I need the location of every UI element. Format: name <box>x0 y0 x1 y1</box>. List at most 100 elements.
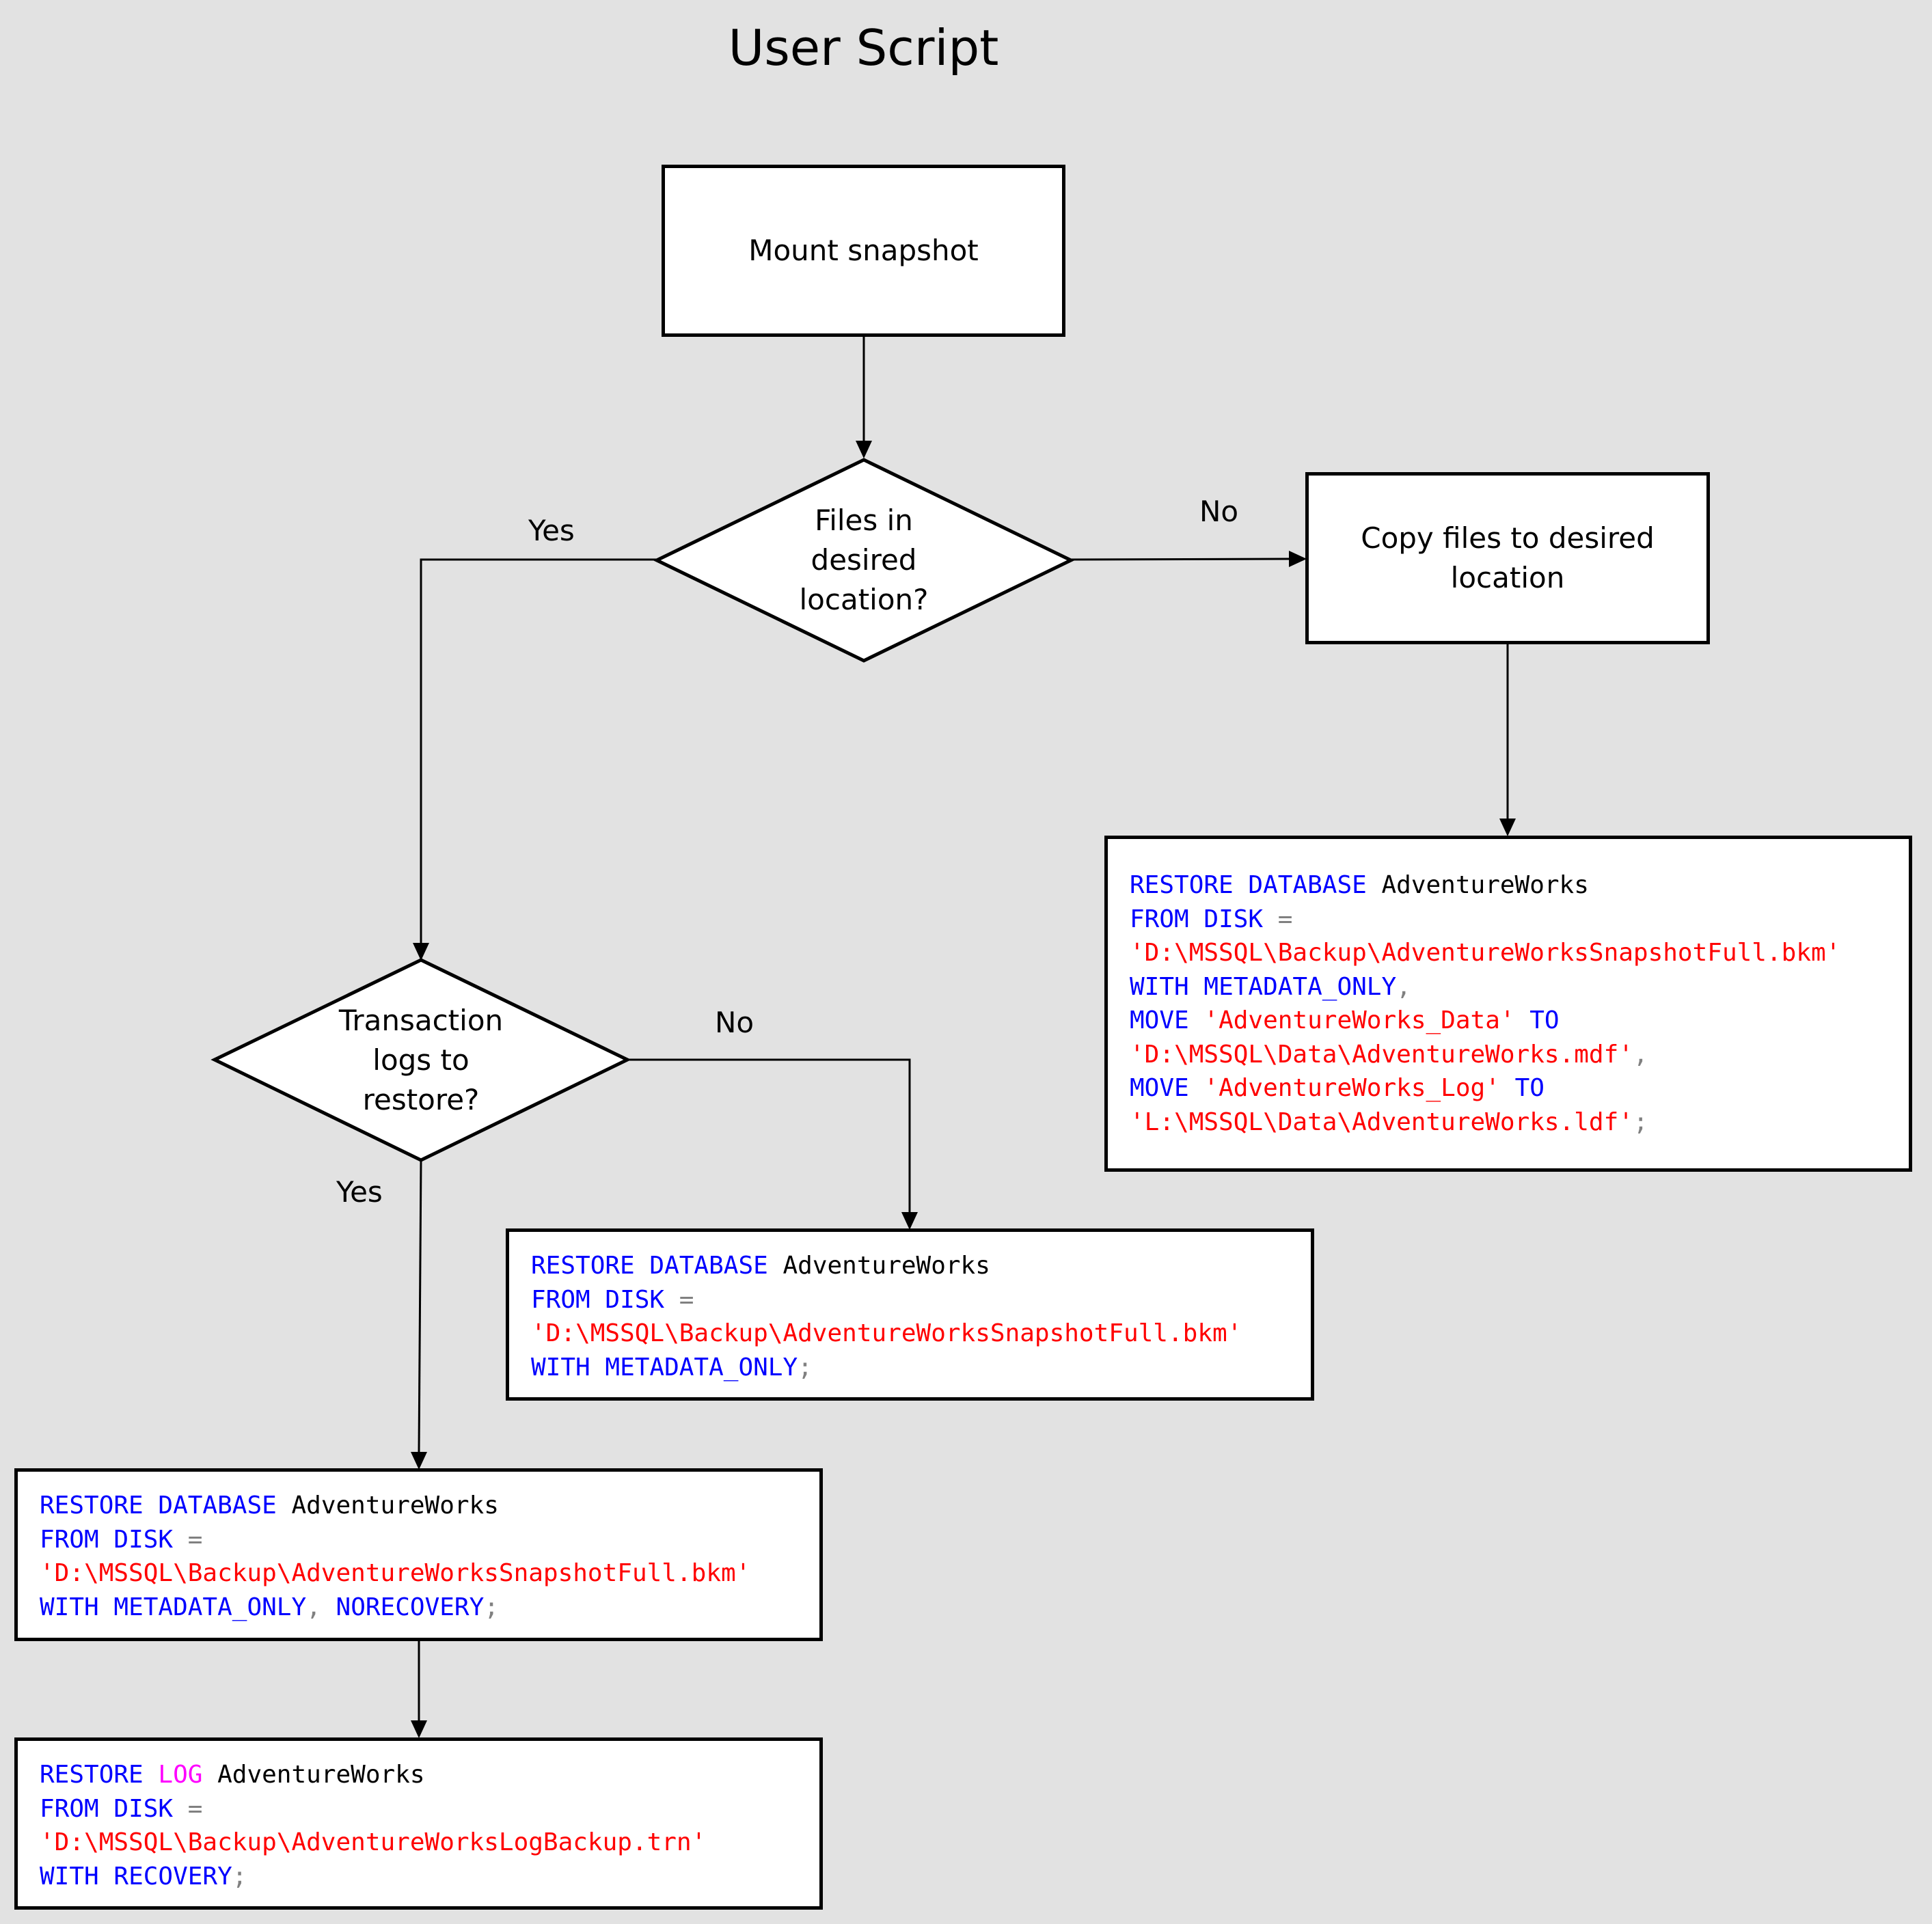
files-decision-label: Files in desired location? <box>727 501 1001 620</box>
code-token: MOVE <box>1130 1074 1189 1102</box>
code-token <box>1515 1006 1530 1034</box>
logs-decision-line-2: logs to <box>372 1043 470 1077</box>
code-line: RESTORE DATABASE AdventureWorks <box>40 1489 819 1523</box>
code-token: , <box>1633 1040 1648 1069</box>
code-token <box>1189 905 1204 933</box>
arrow-files-yes <box>413 558 657 961</box>
code-token: RESTORE <box>531 1252 635 1280</box>
code-token <box>173 1526 188 1554</box>
code-line: RESTORE LOG AdventureWorks <box>40 1758 819 1792</box>
code-token: FROM <box>531 1285 590 1314</box>
code-token: FROM <box>40 1794 99 1823</box>
code-token: TO <box>1529 1006 1560 1034</box>
code-token: NORECOVERY <box>336 1593 485 1621</box>
code-token: 'D:\MSSQL\Backup\AdventureWorksSnapshotF… <box>1130 939 1841 967</box>
code-token <box>635 1252 650 1280</box>
code-token: = <box>187 1525 203 1554</box>
copy-files-line-1: Copy files to desired <box>1361 521 1655 555</box>
code-token: RESTORE <box>40 1492 144 1520</box>
code-token: DATABASE <box>649 1252 768 1280</box>
code-token <box>664 1286 679 1314</box>
code-token <box>1500 1074 1515 1102</box>
code-token: AdventureWorks <box>202 1761 425 1789</box>
code-token <box>99 1526 114 1554</box>
arrow-files-no <box>1070 551 1307 567</box>
logs-decision-label: Transaction logs to restore? <box>284 1001 558 1120</box>
code-token: LOG <box>158 1761 203 1789</box>
code-token <box>99 1863 114 1891</box>
code-token: 'AdventureWorks_Data' <box>1203 1006 1515 1034</box>
code-token: 'D:\MSSQL\Backup\AdventureWorksSnapshotF… <box>40 1559 751 1587</box>
mount-snapshot-label: Mount snapshot <box>748 234 979 267</box>
edge-label-logs-no: No <box>715 1006 754 1039</box>
code-token: METADATA_ONLY <box>1203 972 1397 1001</box>
code-line: 'D:\MSSQL\Backup\AdventureWorksSnapshotF… <box>40 1556 819 1591</box>
code-token: = <box>187 1794 203 1823</box>
code-token <box>1189 1074 1204 1102</box>
code-token: METADATA_ONLY <box>605 1353 798 1382</box>
code-token: ; <box>484 1593 499 1621</box>
code-token: 'D:\MSSQL\Data\AdventureWorks.mdf' <box>1130 1040 1633 1069</box>
code-line: WITH METADATA_ONLY; <box>531 1351 1311 1385</box>
code-token: , <box>1396 972 1411 1001</box>
code-token: = <box>679 1285 694 1314</box>
code-token: RESTORE <box>1130 871 1234 899</box>
code-token <box>144 1492 159 1520</box>
code-token: WITH <box>40 1593 99 1621</box>
copy-files-step: Copy files to desired location <box>1305 472 1710 644</box>
files-decision-line-1: Files in <box>815 504 913 537</box>
code-token: AdventureWorks <box>767 1252 990 1280</box>
code-line: 'D:\MSSQL\Backup\AdventureWorksSnapshotF… <box>1130 936 1909 970</box>
code-token <box>99 1593 114 1621</box>
code-token: ; <box>798 1353 813 1382</box>
code-line: FROM DISK = <box>1130 903 1909 937</box>
edge-label-files-no: No <box>1199 495 1239 528</box>
code-token <box>99 1795 114 1823</box>
code-line: 'D:\MSSQL\Backup\AdventureWorksSnapshotF… <box>531 1317 1311 1351</box>
arrow-mount-to-files <box>856 337 872 458</box>
files-decision-line-2: desired <box>811 543 917 577</box>
code-token: FROM <box>1130 905 1189 933</box>
code-token <box>1189 973 1204 1001</box>
code-token <box>590 1353 606 1382</box>
copy-files-line-2: location <box>1450 561 1565 594</box>
code-token: 'L:\MSSQL\Data\AdventureWorks.ldf' <box>1130 1108 1633 1136</box>
code-token: WITH <box>40 1862 99 1891</box>
files-decision-line-3: location? <box>799 583 929 616</box>
code-token <box>590 1286 606 1314</box>
code-token: WITH <box>531 1353 590 1382</box>
code-token: 'D:\MSSQL\Backup\AdventureWorksSnapshotF… <box>531 1319 1242 1347</box>
code-token: RECOVERY <box>113 1862 232 1891</box>
code-line: RESTORE DATABASE AdventureWorks <box>1130 868 1909 903</box>
code-token: 'D:\MSSQL\Backup\AdventureWorksLogBackup… <box>40 1828 707 1856</box>
code-token <box>173 1795 188 1823</box>
code-token <box>321 1593 336 1621</box>
arrow-norecovery-to-log <box>411 1641 427 1738</box>
code-token: = <box>1277 905 1293 933</box>
logs-decision-line-1: Transaction <box>338 1004 504 1037</box>
code-token: DISK <box>113 1525 174 1554</box>
arrow-logs-yes <box>411 1159 427 1470</box>
code-line: 'D:\MSSQL\Data\AdventureWorks.mdf', <box>1130 1038 1909 1072</box>
code-line: WITH RECOVERY; <box>40 1860 819 1894</box>
code-token: DISK <box>1203 905 1264 933</box>
diagram-title: User Script <box>728 19 999 77</box>
arrow-logs-no <box>627 1058 918 1230</box>
code-line: RESTORE DATABASE AdventureWorks <box>531 1249 1311 1283</box>
code-line: FROM DISK = <box>40 1523 819 1557</box>
code-token: MOVE <box>1130 1006 1189 1034</box>
code-token: WITH <box>1130 972 1189 1001</box>
code-token: DISK <box>605 1285 665 1314</box>
code-line: FROM DISK = <box>531 1283 1311 1317</box>
edge-label-files-yes: Yes <box>528 514 575 547</box>
code-token <box>144 1761 159 1789</box>
code-token <box>1234 871 1249 899</box>
code-line: MOVE 'AdventureWorks_Data' TO <box>1130 1004 1909 1038</box>
code-token <box>1189 1006 1204 1034</box>
